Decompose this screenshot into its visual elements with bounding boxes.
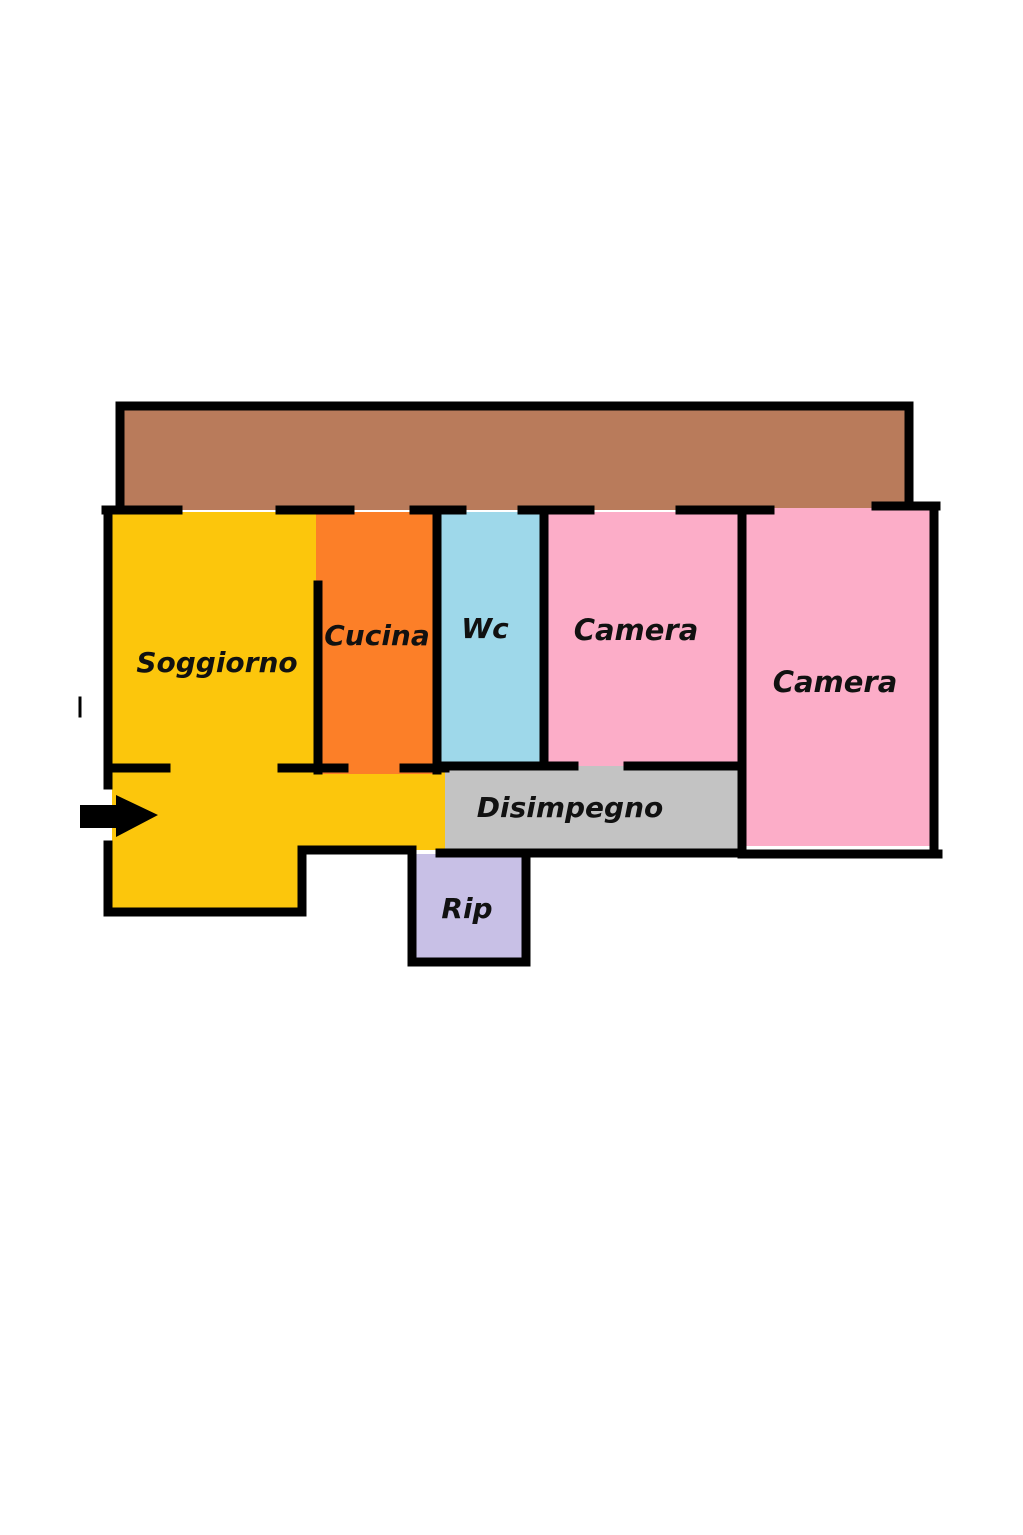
walls bbox=[78, 401, 943, 967]
label-wc: Wc bbox=[461, 612, 509, 645]
room-cucina bbox=[316, 512, 436, 774]
room-camera-1 bbox=[544, 512, 742, 766]
balcony bbox=[118, 405, 910, 510]
label-camera-1: Camera bbox=[574, 613, 699, 647]
room-wc bbox=[436, 512, 544, 766]
room-camera-2 bbox=[742, 508, 934, 846]
label-ripostiglio: Rip bbox=[441, 892, 492, 925]
room-disimpegno bbox=[445, 766, 745, 854]
room-soggiorno bbox=[112, 512, 445, 912]
label-disimpegno: Disimpegno bbox=[477, 791, 664, 824]
label-camera-2: Camera bbox=[773, 665, 898, 699]
label-soggiorno: Soggiorno bbox=[136, 646, 297, 679]
room-ripostiglio bbox=[410, 854, 526, 962]
label-cucina: Cucina bbox=[324, 619, 430, 652]
entrance-arrow-icon bbox=[80, 795, 158, 837]
